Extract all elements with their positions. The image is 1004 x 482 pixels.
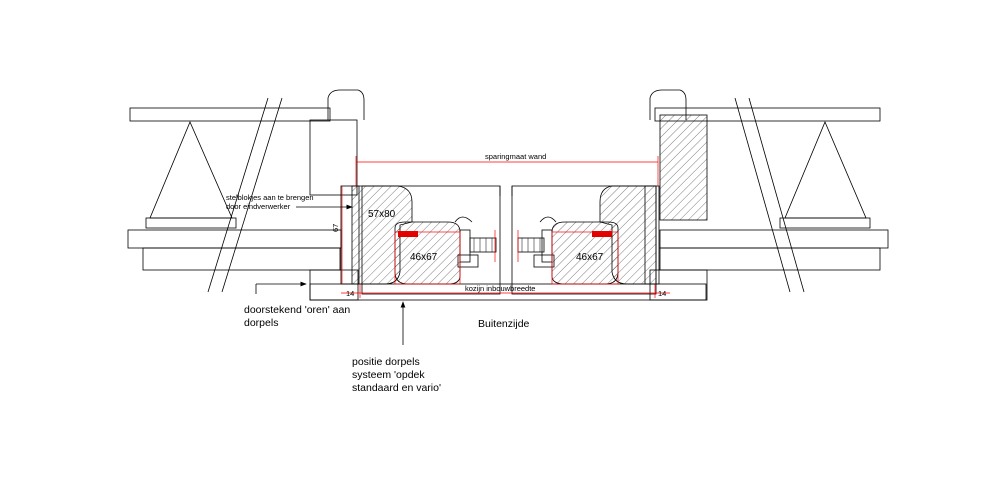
positie-label-2: systeem 'opdek bbox=[352, 369, 425, 381]
left-frame-profile bbox=[340, 185, 497, 285]
buitenzijde-label: Buitenzijde bbox=[478, 318, 530, 330]
dim-14-left-label: 14 bbox=[346, 289, 354, 298]
positie-label-3: standaard en vario' bbox=[352, 382, 441, 394]
doorstekend-label-1: doorstekend 'oren' aan bbox=[244, 304, 350, 316]
sash-left-label: 46x67 bbox=[410, 252, 438, 263]
stelblokjes-label-1: stelblokjes aan te brengen bbox=[226, 193, 314, 202]
dim-14-right-label: 14 bbox=[658, 289, 666, 298]
sparingmaat-label: sparingmaat wand bbox=[485, 152, 546, 161]
doorstekend-label-2: dorpels bbox=[244, 317, 278, 329]
right-frame-profile bbox=[517, 185, 660, 285]
kozijn-label: kozijn inbouwbreedte bbox=[465, 284, 535, 293]
sash-right-label: 46x67 bbox=[576, 252, 604, 263]
dimensions bbox=[341, 156, 670, 298]
profile-57x80-label: 57x80 bbox=[368, 209, 396, 220]
right-seal bbox=[592, 231, 612, 237]
left-seal bbox=[398, 231, 418, 237]
center-joint bbox=[309, 185, 707, 301]
left-wall bbox=[127, 89, 365, 301]
right-wall bbox=[649, 89, 889, 301]
dim-67-label: 67 bbox=[331, 224, 340, 232]
positie-label-1: positie dorpels bbox=[352, 356, 420, 368]
stelblokjes-label-2: door eindverwerker bbox=[226, 202, 291, 211]
